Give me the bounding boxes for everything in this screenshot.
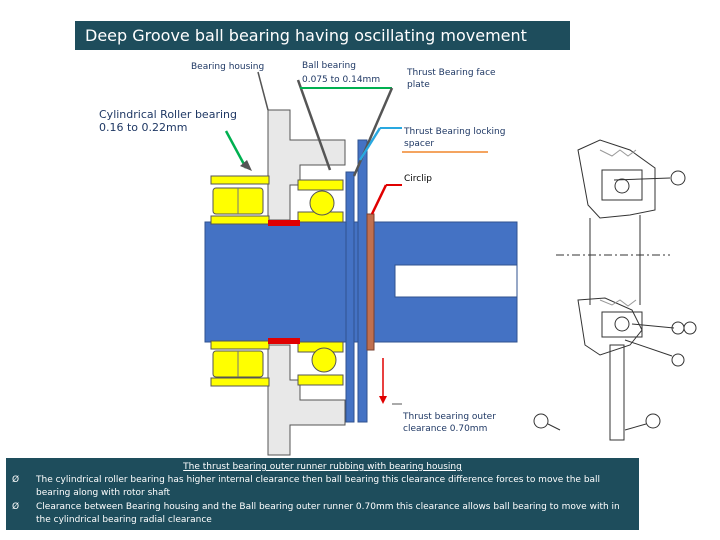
circlip-leader: [370, 184, 388, 215]
label-thrust-face-plate: Thrust Bearing face: [407, 68, 496, 78]
label-roller-bearing: Cylindrical Roller bearing: [99, 108, 237, 121]
label-outer-clearance-2: clearance 0.70mm: [403, 424, 488, 434]
label-thrust-face-plate-2: plate: [407, 80, 430, 90]
note-text-1: The cylindrical roller bearing has highe…: [36, 475, 601, 498]
label-ball-bearing: Ball bearing: [302, 61, 356, 71]
engineering-sketch: [533, 139, 697, 441]
note-bullet-1: Ø The cylindrical roller bearing has hig…: [12, 474, 637, 498]
ball-bearing-bottom: [297, 341, 344, 386]
ball-bearing-top: [297, 179, 344, 223]
label-bearing-housing: Bearing housing: [191, 62, 265, 72]
bullet-marker: Ø: [12, 475, 20, 485]
roller-bearing-top: [210, 175, 270, 225]
note-bullet-2: Ø Clearance between Bearing housing and …: [12, 501, 637, 525]
notes-heading: The thrust bearing outer runner rubbing …: [183, 462, 462, 472]
label-locking-spacer: Thrust Bearing locking: [404, 127, 506, 137]
roller-bearing-leader: [224, 130, 248, 169]
page-title: Deep Groove ball bearing having oscillat…: [75, 21, 570, 50]
bullet-marker: Ø: [12, 502, 20, 512]
circlip-top: [268, 220, 300, 226]
circlip-bottom: [268, 338, 300, 344]
locking-spacer: [366, 213, 375, 351]
notes-box: The thrust bearing outer runner rubbing …: [6, 458, 639, 530]
label-locking-spacer-2: spacer: [404, 139, 435, 149]
label-circlip: Circlip: [404, 174, 432, 184]
label-roller-bearing-clearance: 0.16 to 0.22mm: [99, 121, 188, 134]
roller-bearing-bottom: [210, 340, 270, 387]
note-text-2: Clearance between Bearing housing and th…: [36, 502, 620, 525]
label-outer-clearance: Thrust bearing outer: [403, 412, 496, 422]
label-ball-bearing-clearance: 0.075 to 0.14mm: [302, 75, 381, 85]
thrust-face-plate: [345, 171, 355, 423]
